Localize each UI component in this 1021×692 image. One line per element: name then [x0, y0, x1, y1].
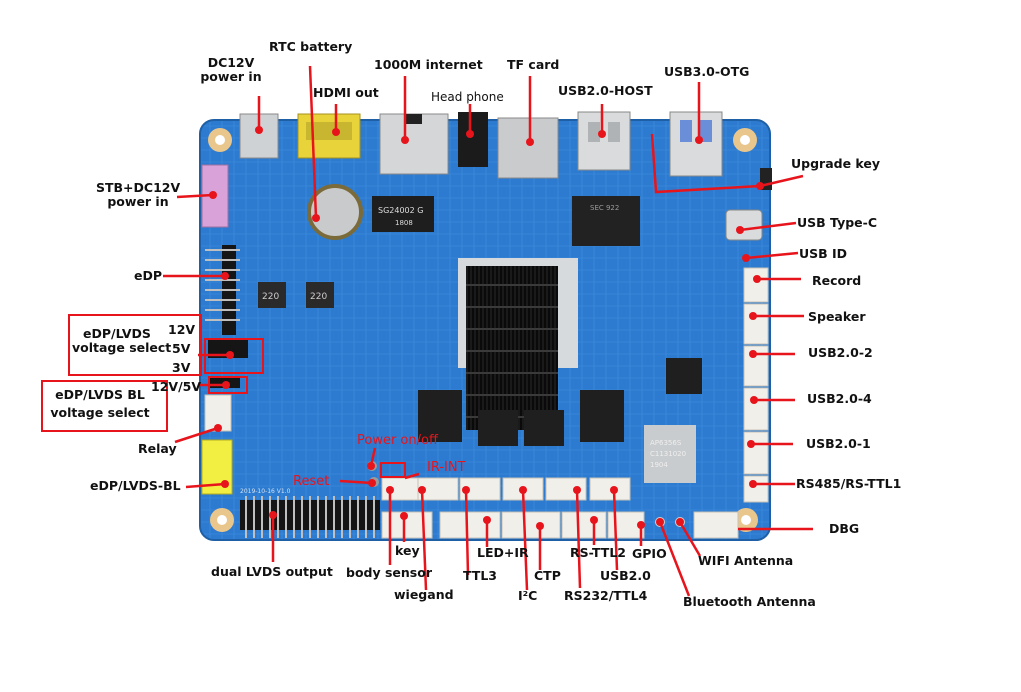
label-usb2-host: USB2.0-HOST — [558, 83, 653, 98]
label-dual-lvds: dual LVDS output — [211, 564, 333, 579]
headphone-jack — [458, 112, 488, 167]
label-1000m-internet: 1000M internet — [374, 57, 483, 72]
lan-chip-text: SG24002 G — [378, 206, 423, 215]
label-bl-voltage-select: eDP/LVDS BL voltage select — [50, 387, 150, 421]
inductor-2 — [306, 282, 334, 308]
label-rs232-ttl4: RS232/TTL4 — [564, 588, 648, 603]
label-gpio: GPIO — [632, 546, 667, 561]
label-led-ir: LED+IR — [477, 545, 529, 560]
label-usb-type-c: USB Type-C — [797, 215, 878, 230]
usb-host-port — [577, 111, 631, 171]
callout-dots — [209, 126, 764, 530]
emmc-chip — [572, 196, 640, 246]
label-5v: 5V — [172, 341, 191, 356]
voltage-jumper — [208, 340, 248, 358]
label-upgrade-key: Upgrade key — [791, 156, 881, 171]
edp-header — [205, 245, 240, 335]
lan-transformer — [372, 196, 434, 232]
ram-chip-4 — [580, 390, 624, 442]
label-key: key — [395, 543, 420, 558]
label-stb-power: STB+DC12V power in — [96, 180, 181, 210]
jumper-box — [204, 338, 264, 374]
emmc-text: SEC 922 — [590, 204, 619, 212]
label-edp: eDP — [134, 268, 163, 283]
label-power-on-off: Power on/off — [357, 433, 438, 448]
bl-voltage-select-box — [41, 380, 168, 432]
inductor-2-text: 220 — [310, 292, 327, 302]
ram-chip-2 — [478, 410, 518, 446]
usb-otg-port — [669, 111, 723, 177]
bl-jumper-box — [208, 376, 248, 394]
label-usb2-4: USB2.0-4 — [807, 391, 872, 406]
inductor-1-text: 220 — [262, 292, 279, 302]
mounting-holes — [208, 128, 758, 532]
label-dbg: DBG — [829, 521, 860, 536]
label-rs485: RS485/RS-TTL1 — [796, 476, 902, 491]
label-edp-lvds-bl: eDP/LVDS-BL — [90, 478, 181, 493]
label-wifi-antenna: WIFI Antenna — [698, 553, 794, 568]
label-bluetooth-antenna: Bluetooth Antenna — [683, 594, 816, 609]
label-wiegand: wiegand — [394, 587, 454, 602]
tf-slot — [497, 117, 559, 179]
ram-chip-3 — [524, 410, 564, 446]
callout-lines — [163, 65, 813, 597]
usb-c-port — [725, 209, 763, 241]
label-3v: 3V — [172, 360, 191, 375]
wifi-module-date: 1904 — [650, 461, 668, 469]
label-dc12v: DC12V power in — [200, 55, 262, 85]
label-12v-5v: 12V/5V — [151, 379, 202, 394]
wifi-module-text: AP6356S — [650, 439, 682, 447]
label-record: Record — [812, 273, 862, 288]
label-i2c: I²C — [518, 588, 538, 603]
label-usb-id: USB ID — [799, 246, 848, 261]
label-rtc-battery: RTC battery — [269, 39, 353, 54]
label-usb2-1: USB2.0-1 — [806, 436, 871, 451]
ram-chip-1 — [418, 390, 462, 442]
usb-hub-chip — [666, 358, 702, 394]
inductor-1 — [258, 282, 286, 308]
label-ctp: CTP — [534, 568, 561, 583]
right-connectors — [743, 267, 769, 503]
lvds-header — [240, 496, 380, 538]
label-rs-ttl2: RS-TTL2 — [570, 545, 626, 560]
board-date-text: 2019-10-16 V1.0 — [240, 488, 291, 495]
wifi-module — [644, 425, 696, 483]
label-body-sensor: body sensor — [346, 565, 432, 580]
label-usb2-2: USB2.0-2 — [808, 345, 873, 360]
label-head-phone: Head phone — [431, 90, 504, 104]
label-tf-card: TF card — [507, 57, 560, 72]
label-usb3-otg: USB3.0-OTG — [664, 64, 750, 79]
lan-chip-code: 1808 — [395, 219, 413, 227]
label-ir-int: IR-INT — [427, 460, 466, 475]
label-hdmi-out: HDMI out — [313, 85, 379, 100]
label-speaker: Speaker — [808, 309, 866, 324]
label-relay: Relay — [138, 441, 177, 456]
label-12v: 12V — [168, 322, 196, 337]
label-voltage-select: eDP/LVDS voltage select — [72, 326, 172, 356]
voltage-select-box — [68, 314, 202, 376]
label-reset: Reset — [293, 474, 330, 489]
wifi-module-code: C1131020 — [650, 450, 686, 458]
label-usb2-0: USB2.0 — [600, 568, 651, 583]
label-ttl3: TTL3 — [463, 568, 498, 583]
heatsink — [466, 266, 558, 430]
rtc-coin-cell — [307, 184, 363, 240]
ir-int-box — [380, 462, 406, 478]
